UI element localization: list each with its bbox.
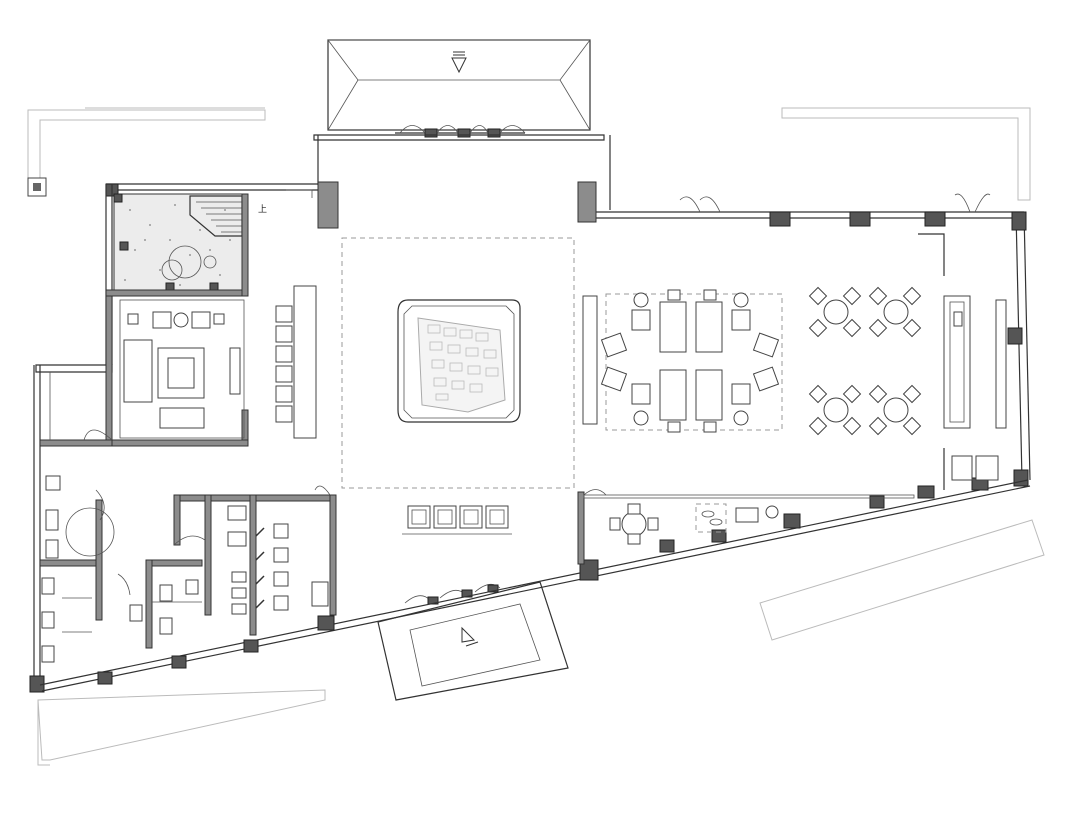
door-swings (83, 189, 607, 546)
site-model (417, 317, 506, 413)
waiting-seats-west (275, 285, 317, 439)
south-entrance-canopy (377, 581, 569, 701)
office-desks (255, 523, 329, 611)
negotiation-tables (582, 289, 783, 433)
table-group-4 (868, 384, 922, 436)
south-entry-arrow-icon (461, 626, 479, 647)
sofa-bottom (159, 407, 205, 429)
kids-corner (609, 503, 779, 545)
stair-up-label: 上 (258, 204, 267, 215)
north-entry-arrow-icon (451, 51, 467, 74)
interior-walls (39, 193, 915, 649)
east-north-doors (679, 193, 991, 213)
bar-counter (918, 233, 999, 490)
staircase: 上 (189, 195, 267, 237)
vip-lounge (119, 299, 245, 439)
north-entrance-canopy (327, 39, 591, 138)
table-group-2 (868, 286, 922, 338)
table-group-3 (808, 384, 862, 436)
exterior-walls (29, 134, 1031, 693)
sofa-left (123, 339, 153, 403)
sand-table-zone (341, 237, 575, 489)
landscape-planters (27, 107, 1045, 766)
round-tables (808, 286, 922, 436)
table-group-1 (808, 286, 862, 338)
restrooms (41, 475, 247, 663)
display-kiosks (402, 505, 512, 535)
